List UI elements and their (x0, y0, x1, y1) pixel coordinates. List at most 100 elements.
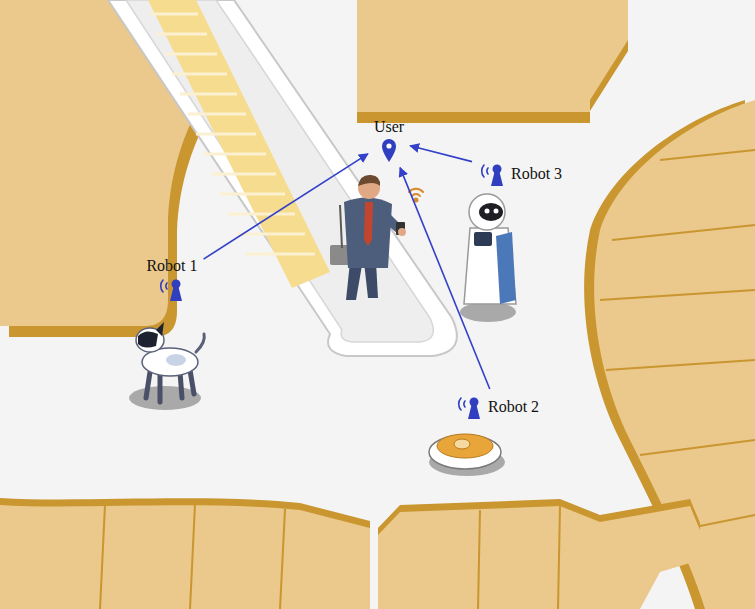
robot-vacuum (454, 439, 470, 449)
service-robot (474, 232, 492, 246)
escalator (188, 113, 246, 116)
wifi-symbol (409, 189, 423, 192)
shop-block (612, 225, 755, 240)
node-label: Robot 2 (488, 398, 539, 416)
shop-block (357, 0, 628, 112)
shop-block (606, 360, 755, 370)
robot-dog (129, 322, 204, 410)
escalator (246, 253, 315, 256)
escalator (148, 0, 330, 288)
escalator (212, 173, 276, 176)
robot-dog (180, 372, 182, 398)
shop-block (478, 510, 480, 609)
user-figure (330, 175, 406, 300)
robot-vacuum (437, 434, 493, 458)
service-robot (496, 232, 516, 304)
service-robot (494, 209, 499, 214)
robot-dog (158, 374, 163, 402)
escalator (172, 73, 227, 76)
robot-dog (138, 331, 158, 347)
user-figure (358, 175, 380, 186)
beacon-symbol (468, 405, 480, 419)
location-marker (478, 161, 508, 187)
location-node: Robot 1 (142, 254, 201, 305)
user-figure (340, 205, 342, 248)
service-robot (460, 302, 516, 322)
node-label: Robot 1 (146, 257, 197, 275)
shop-block (478, 506, 560, 609)
escalator (157, 33, 207, 36)
escalator (150, 13, 198, 16)
service-robot (479, 203, 503, 221)
wifi-symbol (161, 280, 167, 292)
shop-block (100, 505, 105, 609)
service-robot (464, 228, 516, 304)
wifi-symbol (464, 401, 465, 407)
shop-block (660, 150, 755, 160)
wifi-symbol (482, 165, 484, 177)
signal-arrow (410, 146, 472, 162)
node-label: Robot 3 (511, 165, 562, 183)
shop-block (190, 504, 195, 609)
beacon-symbol (170, 287, 182, 301)
robot-dog (156, 322, 164, 336)
robot-dog (129, 386, 201, 410)
beacon-symbol (491, 172, 503, 186)
user-figure (398, 228, 406, 236)
location-marker (386, 143, 391, 148)
wifi-symbol (166, 283, 167, 289)
escalator (220, 193, 285, 196)
node-label: User (374, 118, 404, 136)
wifi-symbol (459, 398, 461, 410)
signal-arrow (204, 154, 368, 259)
location-node: Robot 3 (474, 158, 566, 190)
service-robot (485, 209, 490, 214)
escalator (196, 133, 256, 136)
wifi-symbol (487, 168, 488, 174)
robot-dog (146, 372, 150, 398)
escalator (150, 14, 315, 254)
shop-block (600, 150, 755, 530)
location-node: User (370, 115, 408, 166)
robot-vacuum (429, 435, 501, 469)
shop-block (640, 440, 755, 455)
shop-block (378, 499, 700, 609)
shop-block (378, 506, 700, 609)
user-figure (396, 222, 405, 235)
location-marker (157, 276, 187, 302)
wifi-symbol (482, 165, 488, 177)
robot-vacuum (429, 434, 505, 476)
location-marker (382, 139, 396, 162)
robot-dog (166, 354, 186, 366)
shop-block (600, 290, 755, 300)
user-figure (364, 202, 373, 246)
location-node: Robot 2 (451, 391, 543, 423)
shop-block (0, 505, 370, 609)
shop-block (0, 498, 370, 609)
robot-dog (190, 370, 194, 394)
wifi-symbol (459, 398, 465, 410)
shop-block (558, 506, 560, 609)
shop-block (100, 504, 285, 609)
shop-block (357, 0, 628, 123)
shop-block (280, 509, 285, 609)
service-robot (469, 194, 505, 230)
escalator (180, 93, 237, 96)
user-figure (344, 197, 392, 268)
robot-dog (196, 334, 204, 352)
escalator (126, 0, 433, 342)
escalator (237, 233, 305, 236)
signal-arrow (400, 168, 490, 389)
location-marker (455, 394, 485, 420)
escalator (165, 53, 217, 56)
location-marker (380, 137, 398, 163)
service-robot (460, 194, 516, 322)
escalator (204, 153, 266, 156)
wifi-symbol (412, 194, 420, 196)
wifi-symbol (161, 280, 163, 292)
